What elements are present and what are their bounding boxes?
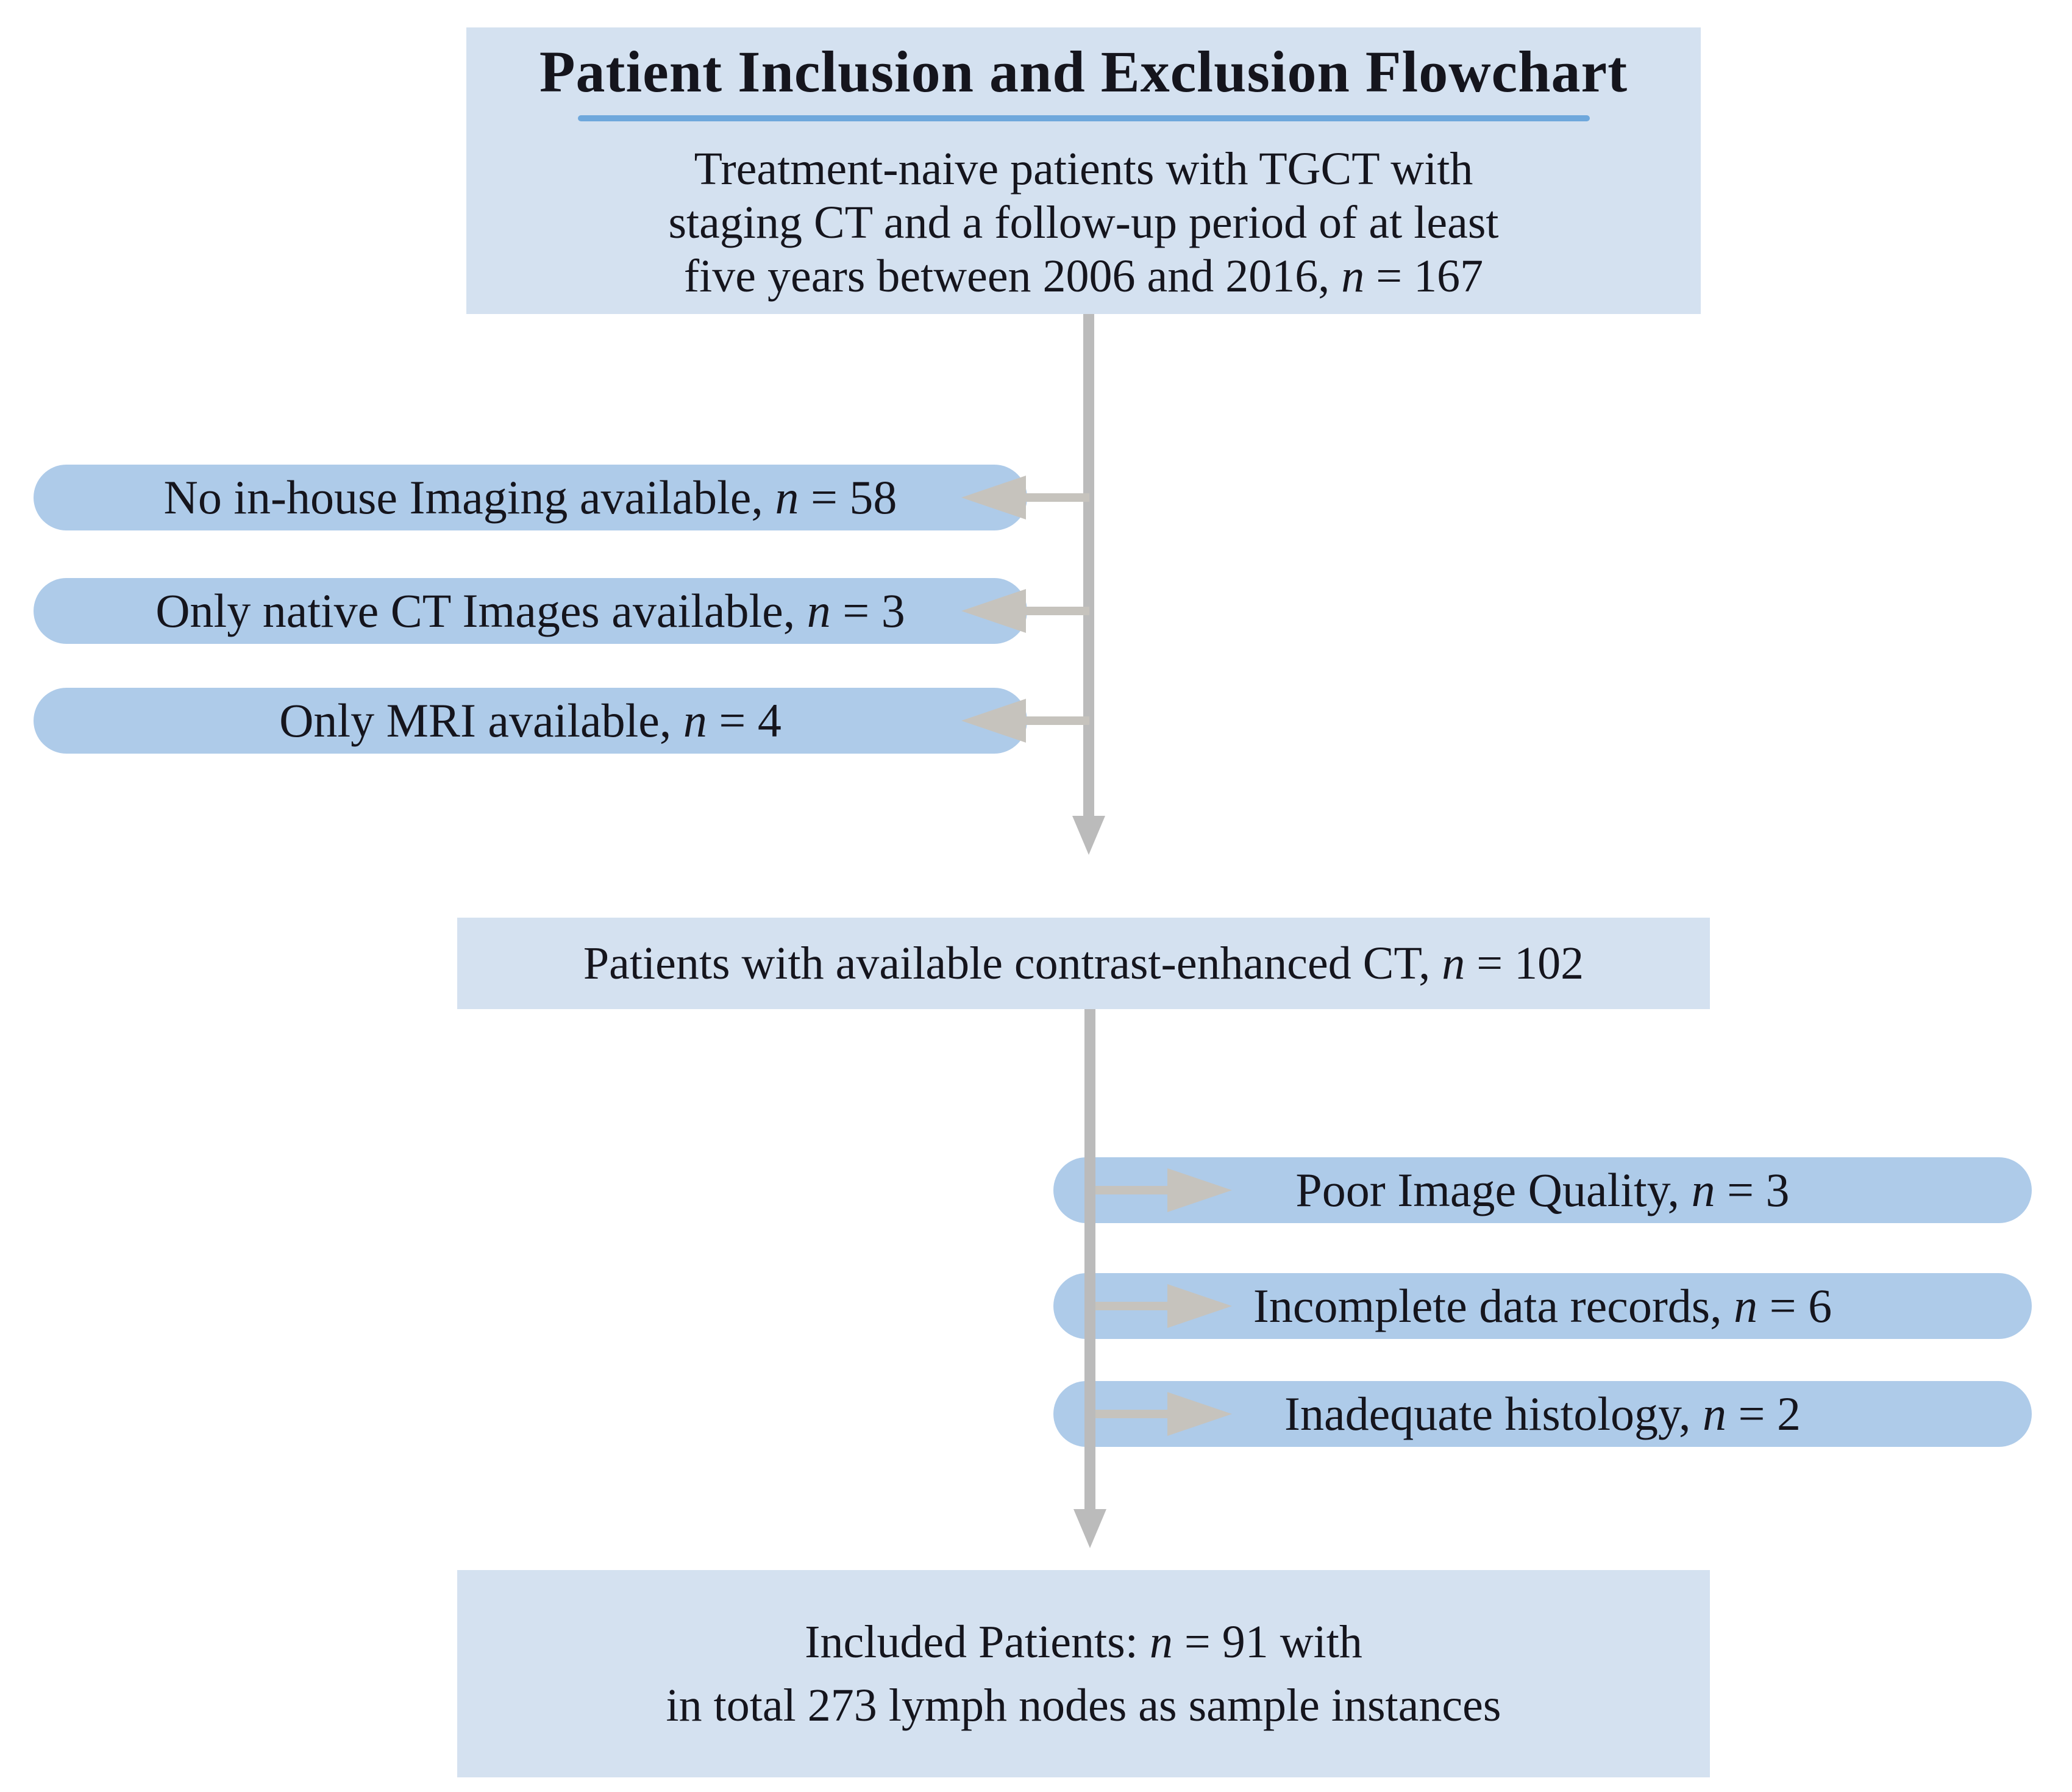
n-symbol: n: [1734, 1279, 1758, 1332]
branch-arrow-right-3: [1095, 1392, 1232, 1436]
source-line-2: staging CT and a follow-up period of at …: [668, 197, 1499, 248]
n-symbol: n: [683, 694, 707, 747]
n-symbol: n: [1341, 251, 1365, 302]
arrow-right-icon: [1167, 1168, 1232, 1212]
arrow-down-icon: [1072, 816, 1105, 855]
n-value: = 2: [1738, 1387, 1801, 1440]
n-value: = 102: [1476, 938, 1584, 989]
final-line-2: in total 273 lymph nodes as sample insta…: [666, 1680, 1501, 1731]
n-value: = 3: [1727, 1163, 1790, 1216]
stage1-exclusion-pill-2: Only native CT Images available, n = 3: [34, 578, 1027, 644]
branch-arrow-left-1: [961, 476, 1089, 519]
arrow-left-icon: [961, 589, 1026, 633]
n-symbol: n: [775, 471, 799, 524]
n-value: = 58: [810, 471, 897, 524]
arrow-left-icon: [961, 476, 1026, 519]
n-value: = 6: [1769, 1279, 1832, 1332]
n-symbol: n: [1442, 938, 1465, 989]
n-symbol: n: [1691, 1163, 1715, 1216]
source-population-box: Patient Inclusion and Exclusion Flowchar…: [466, 27, 1701, 314]
title-underline: [577, 115, 1590, 121]
n-symbol: n: [1149, 1616, 1173, 1668]
final-population-box: Included Patients: n = 91 with in total …: [457, 1570, 1710, 1777]
n-symbol: n: [806, 584, 831, 637]
flow-line-1: [1083, 314, 1094, 817]
arrow-right-icon: [1167, 1392, 1232, 1436]
stage1-exclusion-pill-3: Only MRI available, n = 4: [34, 688, 1027, 754]
arrow-left-icon: [961, 699, 1026, 743]
branch-arrow-right-1: [1095, 1168, 1232, 1212]
branch-arrow-left-2: [961, 589, 1089, 633]
source-line-3: five years between 2006 and 2016, n = 16…: [683, 251, 1484, 302]
arrow-down-icon: [1073, 1509, 1106, 1548]
arrow-right-icon: [1167, 1284, 1232, 1328]
n-value: = 91: [1184, 1616, 1269, 1668]
n-value: = 3: [842, 584, 905, 637]
source-population-text: Treatment-naive patients with TGCT with …: [668, 142, 1498, 303]
n-symbol: n: [1702, 1387, 1726, 1440]
source-line-1: Treatment-naive patients with TGCT with: [694, 143, 1473, 195]
intermediate-population-text: Patients with available contrast-enhance…: [583, 938, 1584, 989]
branch-arrow-left-3: [961, 699, 1089, 743]
final-line-1: Included Patients: n = 91 with: [805, 1616, 1362, 1668]
final-population-text: Included Patients: n = 91 with in total …: [666, 1610, 1501, 1737]
stage1-exclusion-pill-1: No in-house Imaging available, n = 58: [34, 465, 1027, 530]
flowchart-title: Patient Inclusion and Exclusion Flowchar…: [539, 39, 1628, 104]
branch-arrow-right-2: [1095, 1284, 1232, 1328]
n-value: = 167: [1376, 251, 1484, 302]
n-value: = 4: [719, 694, 781, 747]
flow-line-2: [1084, 1009, 1095, 1509]
intermediate-population-box: Patients with available contrast-enhance…: [457, 918, 1710, 1009]
stage2-exclusion-pill-1: Poor Image Quality, n = 3: [1053, 1157, 2032, 1223]
